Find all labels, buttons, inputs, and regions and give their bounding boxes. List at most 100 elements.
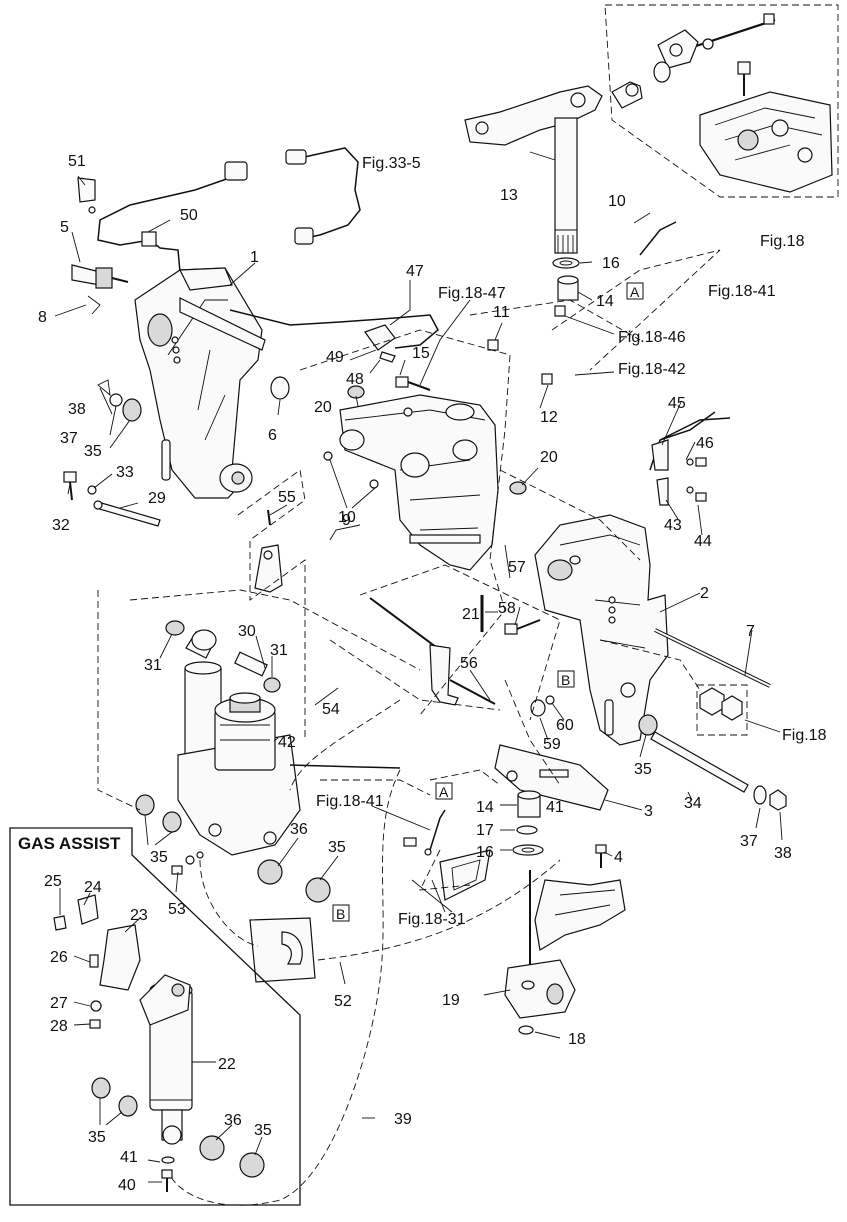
harness-45 — [649, 411, 731, 506]
tilt-tube-7 — [654, 628, 771, 688]
part-label: 57 — [508, 559, 526, 576]
part-label: 59 — [543, 736, 561, 753]
harness-50 — [97, 161, 248, 273]
part-label: 46 — [696, 435, 714, 452]
clamp-bracket-2 — [534, 514, 669, 746]
marker-b: B — [561, 672, 570, 688]
part-label: 37 — [740, 833, 758, 850]
part-label: 38 — [774, 845, 792, 862]
tube-34 — [638, 714, 749, 793]
clip-52 — [249, 917, 316, 983]
inset-title: GAS ASSIST — [18, 834, 121, 853]
part-label: 19 — [442, 992, 460, 1009]
part-label: 41 — [546, 799, 564, 816]
part-label: 48 — [346, 371, 364, 388]
part-label: 10 — [608, 193, 626, 210]
part-label: 49 — [326, 349, 344, 366]
part-label: 12 — [540, 409, 558, 426]
part-label: 55 — [278, 489, 296, 506]
part-label: 40 — [118, 1177, 136, 1194]
part-number-labels: 1 2 3 4 5 6 7 8 9 10 10 11 12 13 14 14 1… — [38, 153, 792, 1194]
part-label: 20 — [540, 449, 558, 466]
plate-3 — [494, 744, 609, 811]
part-label: 8 — [38, 309, 47, 326]
part-label: 15 — [412, 345, 430, 362]
part-label: 58 — [498, 600, 516, 617]
part-label: 56 — [460, 655, 478, 672]
part-label: 13 — [500, 187, 518, 204]
bushings-35-36-trim — [135, 794, 331, 903]
part-label: 17 — [476, 822, 494, 839]
fig-ref: Fig.18-42 — [618, 361, 686, 378]
dashed-guides — [97, 249, 748, 1206]
screws-46-44 — [686, 457, 707, 502]
fig-ref: Fig.18-47 — [438, 285, 506, 302]
key-fig18-46 — [554, 305, 566, 317]
fig-ref: Fig.18-41 — [316, 793, 384, 810]
stern-bracket-1 — [134, 267, 266, 499]
part-label: 50 — [180, 207, 198, 224]
part-label: 21 — [462, 606, 480, 623]
part-label: 35 — [328, 839, 346, 856]
part-label: 35 — [84, 443, 102, 460]
fig18-right-bracket — [534, 879, 626, 951]
part-label: 44 — [694, 533, 712, 550]
bolt-32-pin-29 — [63, 471, 161, 527]
part-label: 38 — [68, 401, 86, 418]
part-label: 16 — [476, 844, 494, 861]
trim-cylinder — [177, 661, 401, 856]
part-label: 31 — [144, 657, 162, 674]
marker-b: B — [336, 906, 345, 922]
steering-arm — [464, 85, 603, 254]
bushings-31 — [165, 620, 281, 693]
washer-16-top — [552, 257, 580, 269]
fig-ref: Fig.18 — [782, 727, 827, 744]
part-label: 1 — [250, 249, 259, 266]
part-label: 52 — [334, 993, 352, 1010]
part-label: 26 — [50, 949, 68, 966]
part-label: 29 — [148, 490, 166, 507]
marker-a: A — [630, 284, 640, 300]
swivel-bracket-9 — [339, 394, 499, 571]
wires-fig18-41 — [429, 221, 677, 851]
part-label: 4 — [614, 849, 623, 866]
part-label: 33 — [116, 464, 134, 481]
fig-ref: Fig.18-41 — [708, 283, 776, 300]
part-label: 41 — [120, 1149, 138, 1166]
steering-yoke-19 — [504, 870, 576, 1035]
part-label: 54 — [322, 701, 340, 718]
part-label: 16 — [602, 255, 620, 272]
fig-ref: Fig.18 — [760, 233, 805, 250]
part-label: 22 — [218, 1056, 236, 1073]
clip-8 — [87, 295, 101, 315]
pin-30 — [185, 629, 268, 677]
bolt-5 — [71, 264, 129, 289]
part-label: 47 — [406, 263, 424, 280]
harness-fig33-5 — [285, 147, 361, 245]
fig-ref: Fig.18-46 — [618, 329, 686, 346]
washers-37-38-right — [753, 785, 787, 811]
nuts-fig18 — [699, 687, 743, 721]
part-label: 23 — [130, 907, 148, 924]
part-label: 2 — [700, 585, 709, 602]
part-label: 35 — [150, 849, 168, 866]
part-label: 37 — [60, 430, 78, 447]
part-label: 14 — [476, 799, 494, 816]
part-label: 53 — [168, 901, 186, 918]
fig-ref: Fig.33-5 — [362, 155, 421, 172]
part-label: 11 — [493, 304, 510, 321]
part-label: 28 — [50, 1018, 68, 1035]
bushing-14-17-16-lower — [512, 790, 544, 856]
link-55 — [254, 509, 283, 593]
knob-59-60 — [530, 695, 555, 717]
boxed-markers: A A B B — [332, 282, 644, 922]
plug-6 — [270, 376, 290, 400]
screw-53 — [171, 851, 204, 875]
screws-11-12 — [487, 339, 553, 385]
part-label: 43 — [664, 517, 682, 534]
marker-a: A — [439, 784, 449, 800]
part-label: 45 — [668, 395, 686, 412]
part-label: 36 — [290, 821, 308, 838]
fig-ref: Fig.18-31 — [398, 911, 466, 928]
part-label: 36 — [224, 1112, 242, 1129]
